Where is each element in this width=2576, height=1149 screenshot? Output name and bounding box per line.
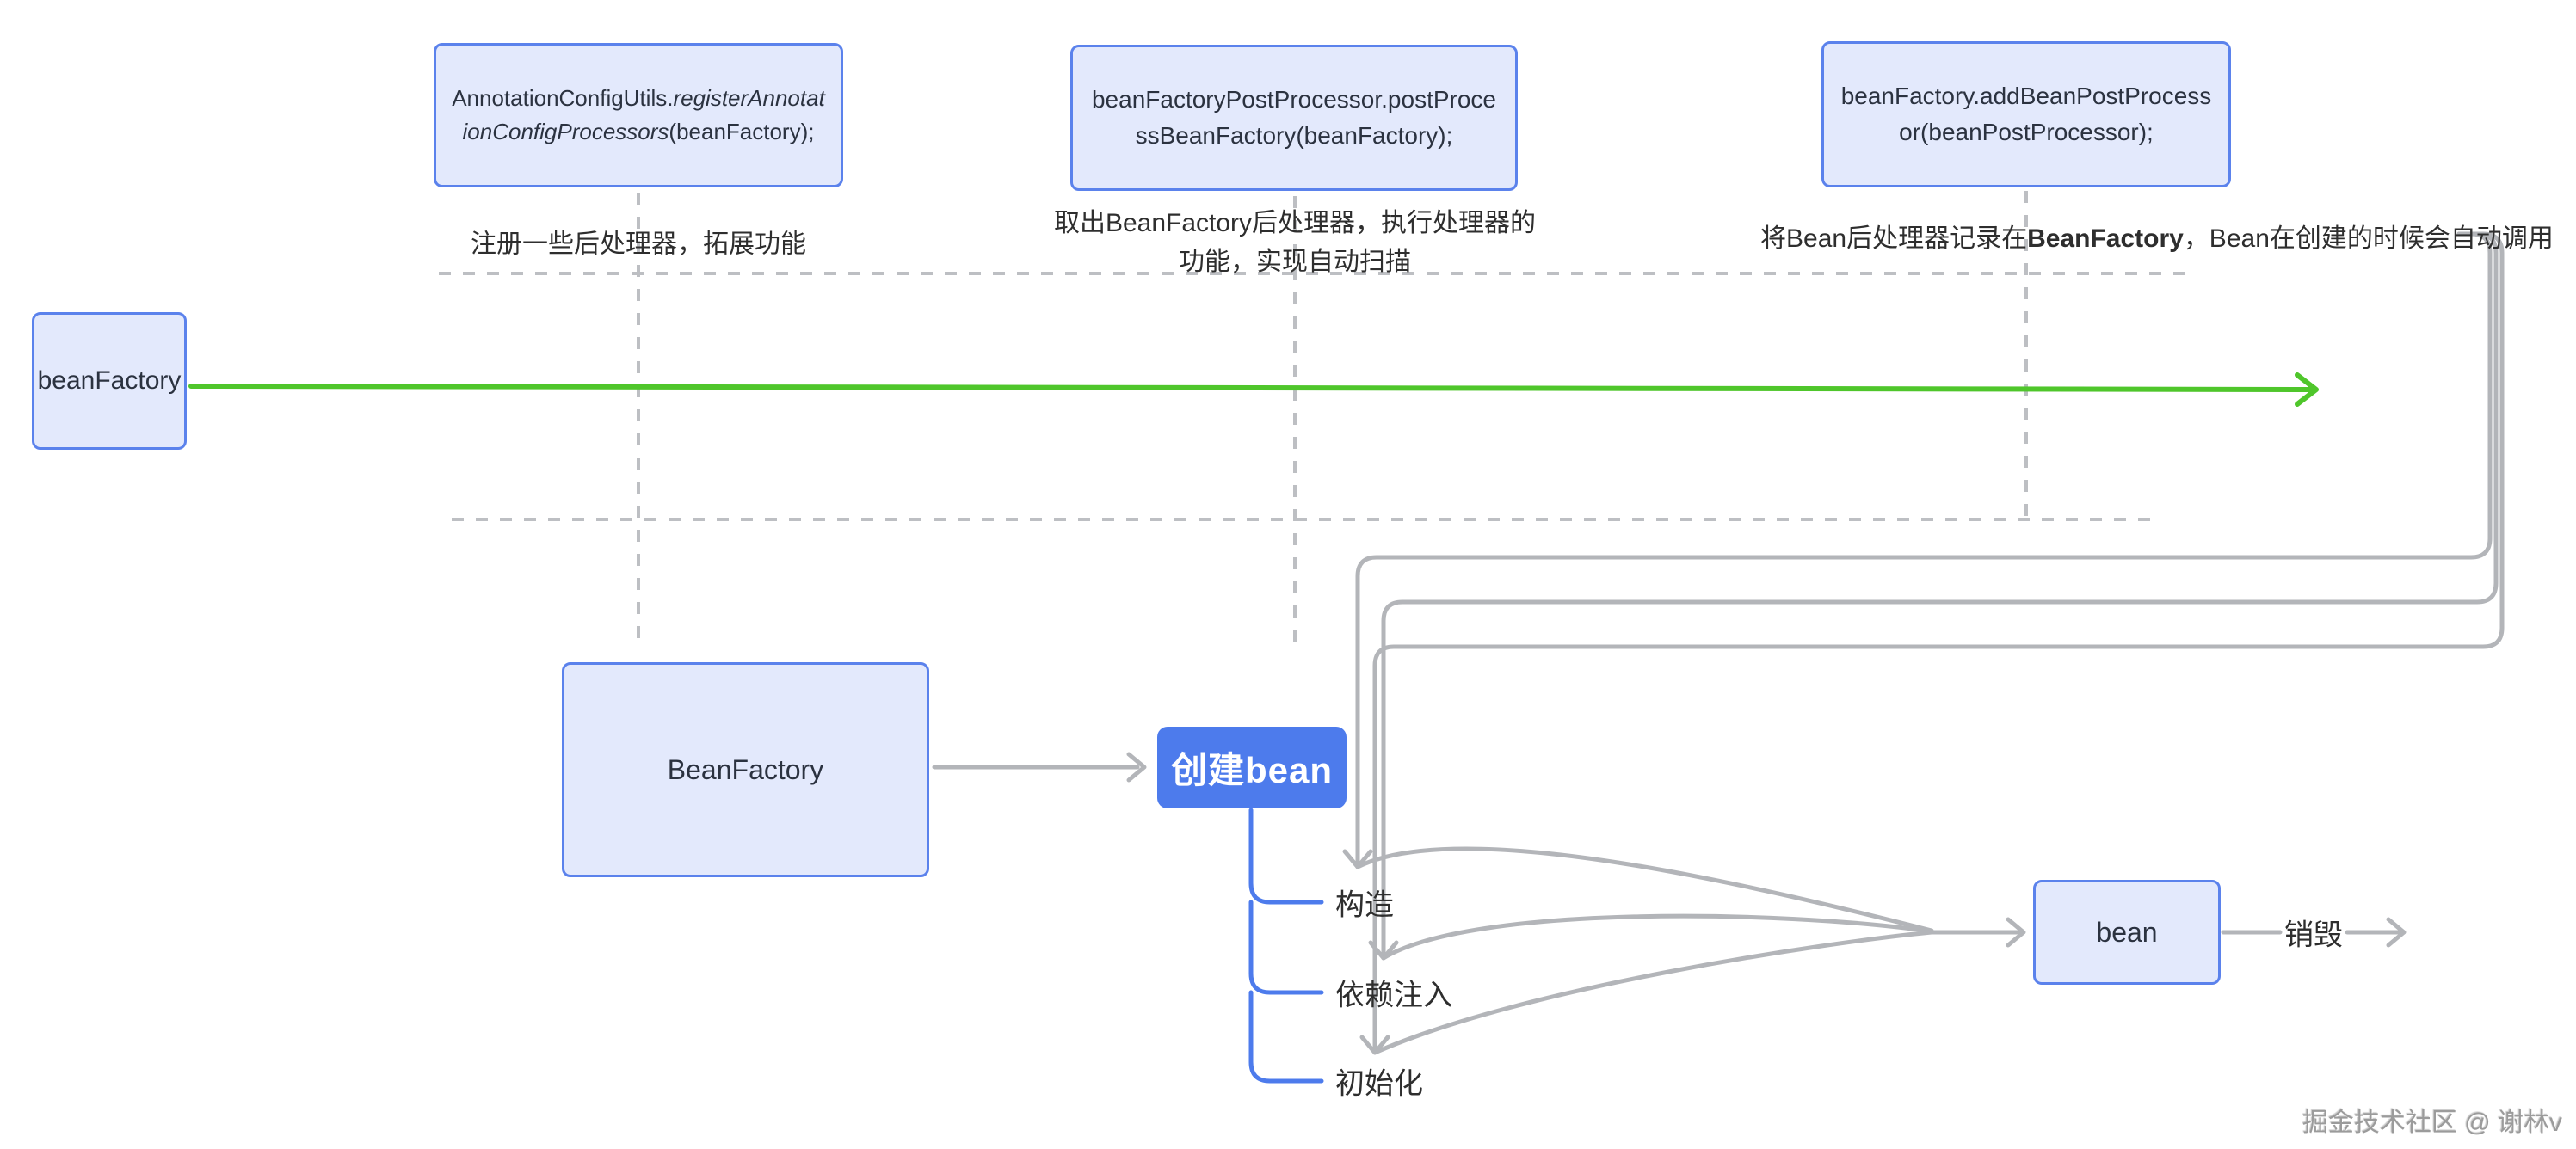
green-timeline-arrow — [188, 384, 2317, 392]
annotation-part-prefix: 将Bean后处理器记录在 — [1760, 224, 2028, 253]
destroy-label: 销毁 — [2284, 919, 2343, 952]
code-part-italic: registerAnnotationConfigProcessors — [462, 85, 825, 144]
code-part-suffix: (beanFactory); — [669, 119, 815, 144]
annotation-line-2: 功能，实现自动扫描 — [1179, 248, 1411, 276]
watermark: 掘金技术社区 @ 谢林v — [2302, 1109, 2562, 1137]
arrowhead-destroy — [2386, 917, 2407, 948]
node-bean: bean — [2033, 880, 2221, 985]
arrowhead-into-bean — [2006, 917, 2026, 948]
annotation-line-1: 取出BeanFactory后处理器，执行处理器的 — [1053, 209, 1537, 237]
curve-inject-to-bean — [1381, 913, 1934, 961]
annotation-part-bold: BeanFactory — [2027, 224, 2184, 253]
arrowhead-green — [2295, 372, 2319, 407]
node-label: bean — [2096, 916, 2158, 948]
postprocessor-route-to-inject — [1381, 231, 2499, 955]
branch-init — [1248, 990, 1324, 1084]
lifecycle-label-construct: 构造 — [1335, 888, 1394, 922]
code-text: beanFactoryPostProcessor.postProcessBean… — [1091, 86, 1496, 149]
postprocessor-route-to-init — [1372, 231, 2505, 1050]
annotation-register-processors: 注册一些后处理器，拓展功能 — [471, 230, 806, 259]
code-text: AnnotationConfigUtils.registerAnnotation… — [452, 82, 825, 149]
annotation-postprocess-beanfactory: 取出BeanFactory后处理器，执行处理器的 功能，实现自动扫描 — [1054, 204, 1536, 281]
annotation-add-postprocessor: 将Bean后处理器记录在BeanFactory，Bean在创建的时候会自动调用 — [1760, 217, 2554, 255]
node-label: beanFactory — [37, 366, 182, 395]
node-beanfactory-left: beanFactory — [32, 312, 187, 450]
node-label: BeanFactory — [667, 753, 824, 785]
node-add-bean-postprocessor: beanFactory.addBeanPostProcessor(beanPos… — [1821, 41, 2231, 187]
code-text: beanFactory.addBeanPostProcessor(beanPos… — [1840, 83, 2212, 145]
curve-init-to-bean — [1372, 930, 1934, 1055]
lifecycle-label-init: 初始化 — [1335, 1067, 1423, 1101]
arrowhead-createbean — [1126, 752, 1147, 783]
node-register-annotation-config-processors: AnnotationConfigUtils.registerAnnotation… — [434, 43, 843, 187]
node-postprocess-beanfactory: beanFactoryPostProcessor.postProcessBean… — [1070, 45, 1518, 191]
curve-construct-to-bean — [1355, 846, 1934, 933]
node-beanfactory-mid: BeanFactory — [562, 662, 929, 877]
code-part-prefix: AnnotationConfigUtils. — [452, 85, 674, 111]
node-create-bean: 创建bean — [1157, 727, 1347, 808]
postprocessor-route-to-construct — [1355, 231, 2493, 864]
annotation-part-suffix: ，Bean在创建的时候会自动调用 — [2183, 224, 2554, 253]
branch-construct — [1248, 808, 1324, 905]
lifecycle-label-dependency-injection: 依赖注入 — [1335, 979, 1452, 1012]
node-label: 创建bean — [1170, 750, 1334, 790]
branch-inject — [1248, 900, 1324, 995]
